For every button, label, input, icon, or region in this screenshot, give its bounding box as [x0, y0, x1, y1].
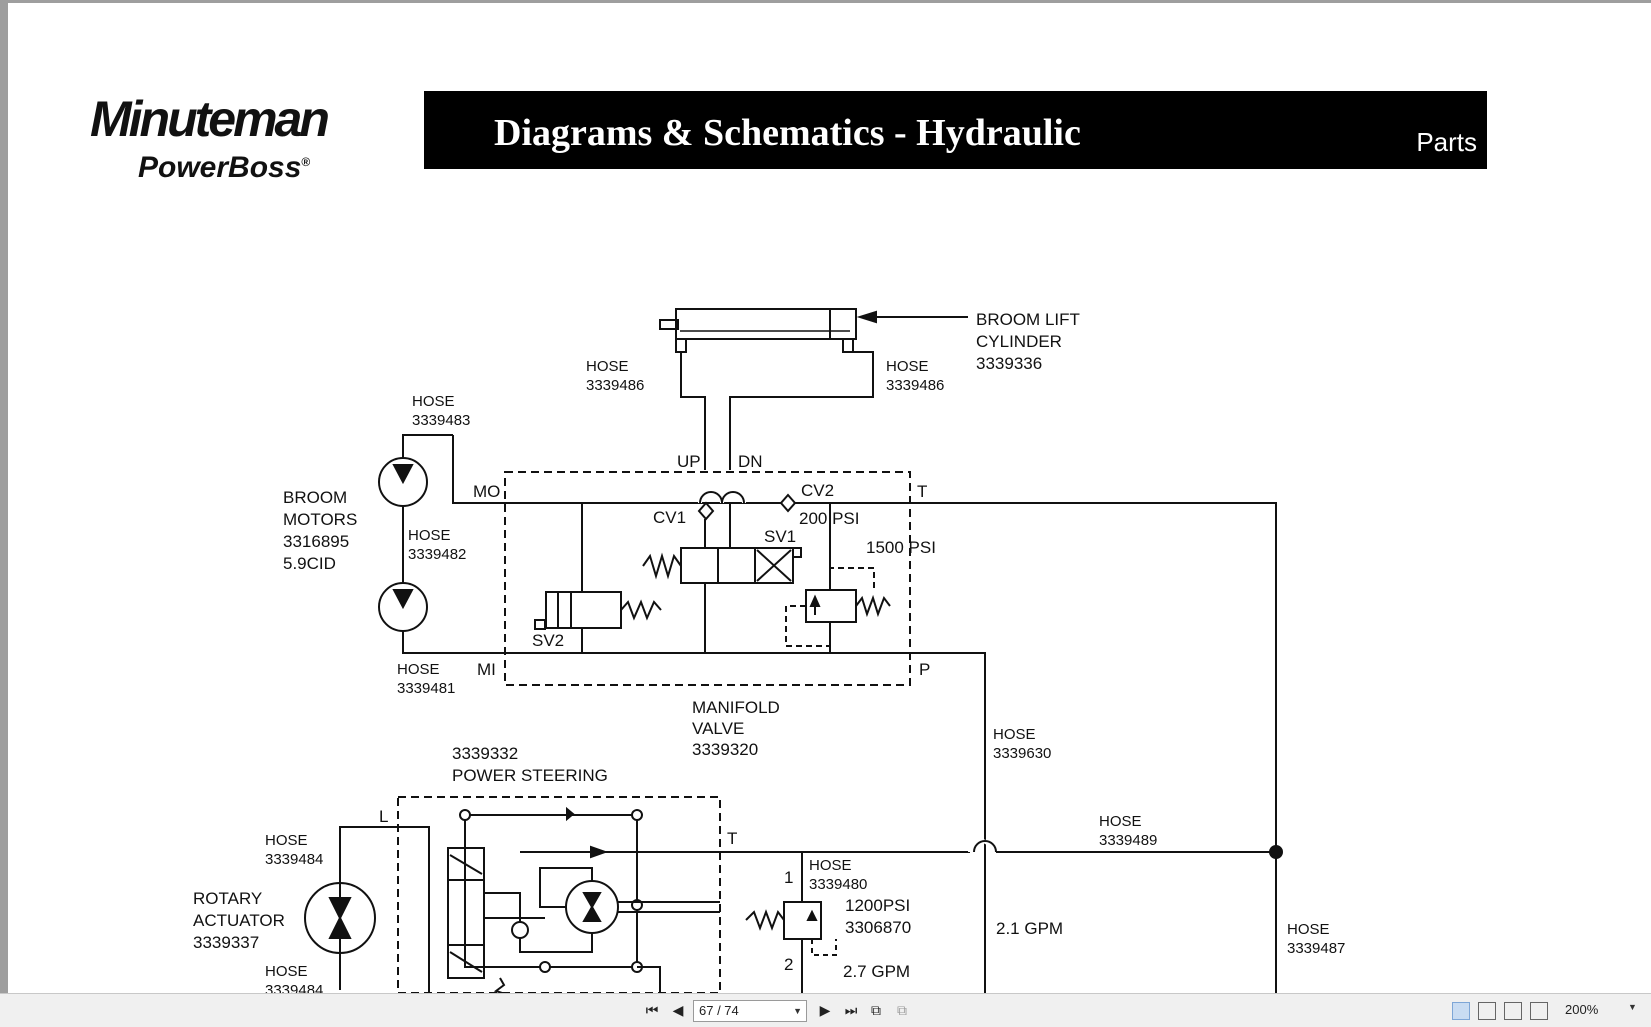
psi-1500: 1500 PSI — [866, 538, 936, 557]
hose-label-motor-mid: HOSE — [408, 527, 451, 544]
hose-pn-pump: 3339630 — [993, 745, 1051, 762]
manifold-pn: 3339320 — [692, 740, 758, 759]
psi-200: 200 PSI — [799, 509, 860, 528]
cyl-label-2: CYLINDER — [976, 332, 1062, 351]
hose-label-up-left: HOSE — [586, 358, 629, 375]
relief-port-2: 2 — [784, 955, 793, 974]
continuous-view-icon[interactable] — [1478, 1002, 1496, 1020]
page-title: Diagrams & Schematics - Hydraulic — [494, 112, 1081, 154]
relief-port-1: 1 — [784, 868, 793, 887]
cv1-label: CV1 — [653, 508, 686, 527]
port-mo: MO — [473, 482, 500, 501]
cv2-label: CV2 — [801, 481, 834, 500]
continuous-facing-view-icon[interactable] — [1530, 1002, 1548, 1020]
manifold-label-2: VALVE — [692, 719, 744, 738]
logo-sub: PowerBoss® — [138, 151, 311, 184]
ps-name: POWER STEERING — [452, 766, 608, 785]
hose-pn-relief: 3339480 — [809, 876, 867, 893]
minuteman-logo: Minuteman PowerBoss® — [90, 91, 420, 184]
ps-pn: 3339332 — [452, 744, 518, 763]
relief-pn: 3306870 — [845, 918, 911, 937]
port-dn: DN — [738, 452, 763, 471]
relief-psi: 1200PSI — [845, 896, 910, 915]
motors-label-2: MOTORS — [283, 510, 357, 529]
sv2-label: SV2 — [532, 631, 564, 650]
hose-label-pump: HOSE — [993, 726, 1036, 743]
last-page-icon[interactable]: ⏭ — [844, 1003, 858, 1019]
hose-pn-return: 3339489 — [1099, 832, 1157, 849]
rot-pn: 3339337 — [193, 933, 259, 952]
hose-pn-motor-low: 3339481 — [397, 680, 455, 697]
extract-page-icon[interactable]: ⧉ — [897, 1003, 907, 1019]
title-banner: Diagrams & Schematics - Hydraulic Parts — [424, 91, 1487, 169]
port-l: L — [379, 807, 388, 826]
hose-label-relief: HOSE — [809, 857, 852, 874]
hose-pn-rot-top: 3339484 — [265, 851, 323, 868]
gpm-27: 2.7 GPM — [843, 962, 910, 981]
cyl-label-1: BROOM LIFT — [976, 310, 1080, 329]
hose-pn-up-right: 3339486 — [886, 377, 944, 394]
motors-pn: 3316895 — [283, 532, 349, 551]
cylinder-barrel — [675, 308, 857, 340]
rot-label-1: ROTARY — [193, 889, 262, 908]
zoom-level[interactable]: 200% — [1565, 1002, 1599, 1017]
hose-pn-motor-top: 3339483 — [412, 412, 470, 429]
hose-label-rot-bottom: HOSE — [265, 963, 308, 980]
page-number-value: 67 / 74 — [699, 1003, 739, 1018]
rot-label-2: ACTUATOR — [193, 911, 285, 930]
cylinder-rod — [659, 319, 679, 330]
port-mi: MI — [477, 660, 496, 679]
junction-dot — [1269, 845, 1283, 859]
hose-pn-right: 3339487 — [1287, 940, 1345, 957]
motors-label-1: BROOM — [283, 488, 347, 507]
sv1-label: SV1 — [764, 527, 796, 546]
page-number-input[interactable]: 67 / 74 ▼ — [693, 1000, 807, 1022]
pdf-page: Minuteman PowerBoss® Diagrams & Schemati… — [8, 3, 1651, 993]
hose-label-motor-low: HOSE — [397, 661, 440, 678]
power-steering-box — [397, 796, 721, 993]
single-page-view-icon[interactable] — [1452, 1002, 1470, 1020]
logo-brand: Minuteman — [90, 91, 330, 147]
hose-label-rot-top: HOSE — [265, 832, 308, 849]
hose-label-right: HOSE — [1287, 921, 1330, 938]
document-viewer: Minuteman PowerBoss® Diagrams & Schemati… — [0, 0, 1651, 993]
port-t: T — [917, 482, 927, 501]
next-page-icon[interactable]: ▶ — [819, 1003, 831, 1019]
cyl-pn: 3339336 — [976, 354, 1042, 373]
hose-pn-up-left: 3339486 — [586, 377, 644, 394]
first-page-icon[interactable]: ⏮ — [645, 1003, 659, 1019]
hose-label-motor-top: HOSE — [412, 393, 455, 410]
copy-page-icon[interactable]: ⧉ — [871, 1003, 881, 1019]
zoom-dropdown-icon[interactable]: ▼ — [1628, 1002, 1637, 1012]
motors-cid: 5.9CID — [283, 554, 336, 573]
manifold-box — [504, 471, 911, 686]
port-ps-t: T — [727, 829, 737, 848]
hose-label-up-right: HOSE — [886, 358, 929, 375]
hose-pn-rot-bottom: 3339484 — [265, 982, 323, 993]
manifold-label-1: MANIFOLD — [692, 698, 780, 717]
previous-page-icon[interactable]: ◀ — [672, 1003, 684, 1019]
hose-label-return: HOSE — [1099, 813, 1142, 830]
sv1-valve — [680, 547, 794, 584]
section-label: Parts — [1416, 127, 1477, 157]
gpm-21: 2.1 GPM — [996, 919, 1063, 938]
port-p: P — [919, 660, 930, 679]
page-dropdown-icon[interactable]: ▼ — [793, 1006, 802, 1016]
facing-view-icon[interactable] — [1504, 1002, 1522, 1020]
hose-pn-motor-mid: 3339482 — [408, 546, 466, 563]
hydraulic-schematic: BROOM LIFT CYLINDER 3339336 BROOM MOTORS… — [193, 308, 1345, 993]
port-up: UP — [677, 452, 701, 471]
viewer-toolbar: ⏮ ◀ 67 / 74 ▼ ▶ ⏭ ⧉ ⧉ 200% ▼ — [0, 993, 1651, 1027]
